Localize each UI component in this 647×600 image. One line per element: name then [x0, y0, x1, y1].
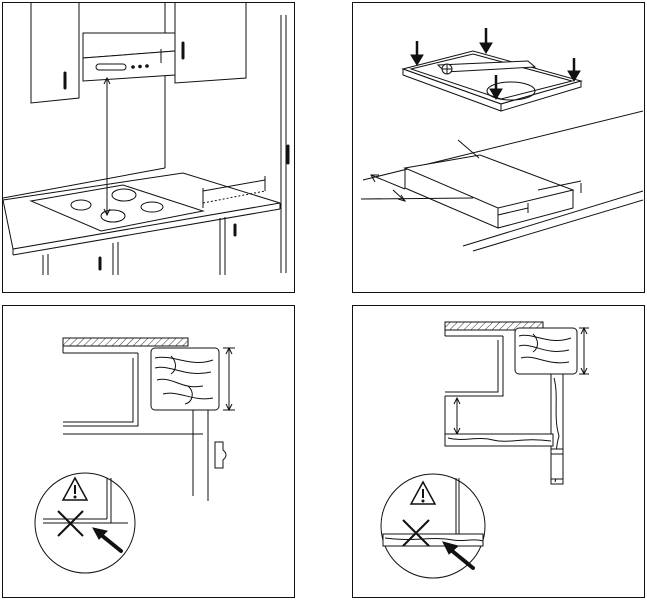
panel-hood-distance	[2, 2, 295, 293]
panel-worktop-cabinet	[2, 305, 295, 598]
worktop-cabinet-drawing	[3, 306, 296, 599]
wall-outline	[3, 3, 165, 198]
seal-installation-drawing	[353, 3, 646, 294]
extractor-hood	[83, 33, 175, 81]
worktop-thickness-dimension	[579, 328, 589, 374]
wooden-worktop	[151, 348, 219, 410]
hood-distance-drawing	[3, 3, 296, 294]
side-panel	[551, 374, 563, 484]
panel-worktop-oven	[352, 305, 645, 598]
wooden-worktop	[515, 328, 577, 374]
side-panel	[281, 15, 288, 273]
warning-inset	[35, 473, 135, 573]
left-upper-cabinet	[31, 3, 79, 103]
hob-underside	[403, 51, 581, 111]
worktop-oven-drawing	[353, 306, 646, 599]
worktop-cutout	[361, 111, 643, 251]
right-upper-cabinet	[175, 3, 246, 83]
wooden-shelf	[445, 434, 553, 446]
warning-inset	[381, 474, 485, 578]
worktop-thickness-dimension	[223, 348, 235, 410]
panel-seal-installation	[352, 2, 645, 293]
